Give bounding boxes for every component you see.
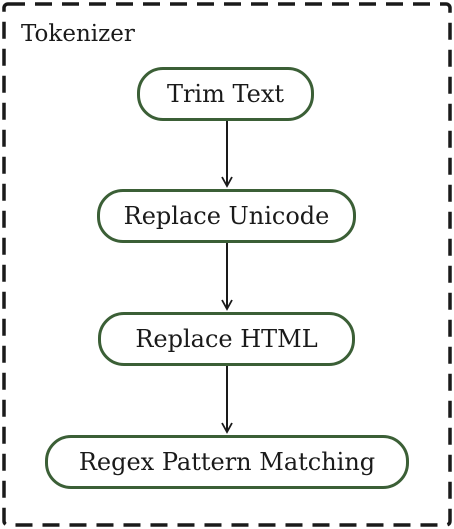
step-replace-html: Replace HTML bbox=[98, 312, 355, 366]
step-trim-text: Trim Text bbox=[137, 67, 314, 121]
step-label: Replace Unicode bbox=[123, 202, 330, 230]
step-label: Trim Text bbox=[166, 80, 285, 108]
step-regex-pattern-matching: Regex Pattern Matching bbox=[45, 435, 409, 489]
step-label: Regex Pattern Matching bbox=[78, 448, 376, 476]
step-label: Replace HTML bbox=[135, 325, 318, 353]
step-replace-unicode: Replace Unicode bbox=[97, 189, 356, 243]
frame-title: Tokenizer bbox=[21, 21, 135, 47]
